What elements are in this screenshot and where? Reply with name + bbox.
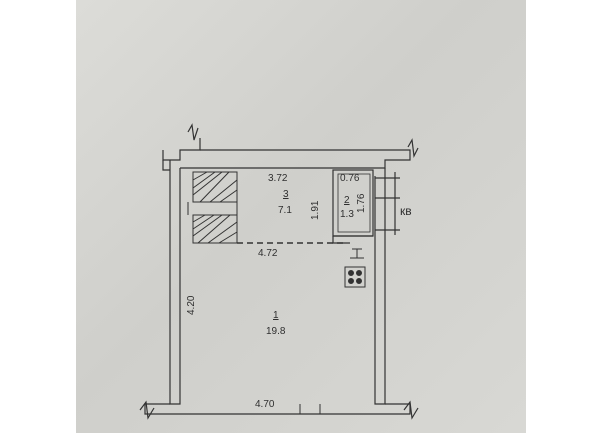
dim-small-room-height: 1.76: [356, 193, 367, 213]
dim-bottom-width: 4.70: [255, 399, 275, 410]
right-wall: [374, 168, 386, 405]
room-3-number: 3: [283, 189, 289, 200]
bottom-wall: [144, 403, 411, 415]
break-mark-bottom-right: [403, 400, 419, 420]
outside-label: кв: [400, 204, 412, 218]
left-wall-offset: [162, 160, 170, 171]
room-2-number: 2: [344, 195, 350, 206]
bottom-openings: [299, 404, 321, 414]
left-wall: [169, 160, 181, 405]
break-mark-top-right: [407, 138, 419, 159]
dim-top-width: 3.72: [268, 173, 288, 184]
fixture-t: [350, 248, 364, 259]
room-1-number: 1: [273, 310, 279, 321]
room-1-area: 19.8: [266, 326, 286, 337]
dim-left-height: 4.20: [186, 295, 197, 315]
room-2-area: 1.3: [340, 209, 354, 220]
dim-small-room-width: 0.76: [340, 173, 360, 184]
staircase: [187, 171, 238, 244]
paper-sheet: [76, 0, 526, 433]
top-left-wall: [162, 138, 201, 161]
room-2-walls: [332, 169, 400, 244]
break-mark-top-left: [187, 123, 199, 141]
dim-room3-height: 1.91: [310, 200, 321, 220]
break-mark-bottom-left: [139, 400, 155, 420]
dim-partition-width: 4.72: [258, 248, 278, 259]
room-3-area: 7.1: [278, 205, 292, 216]
stove-icon: [344, 266, 366, 288]
top-wall: [180, 149, 411, 169]
